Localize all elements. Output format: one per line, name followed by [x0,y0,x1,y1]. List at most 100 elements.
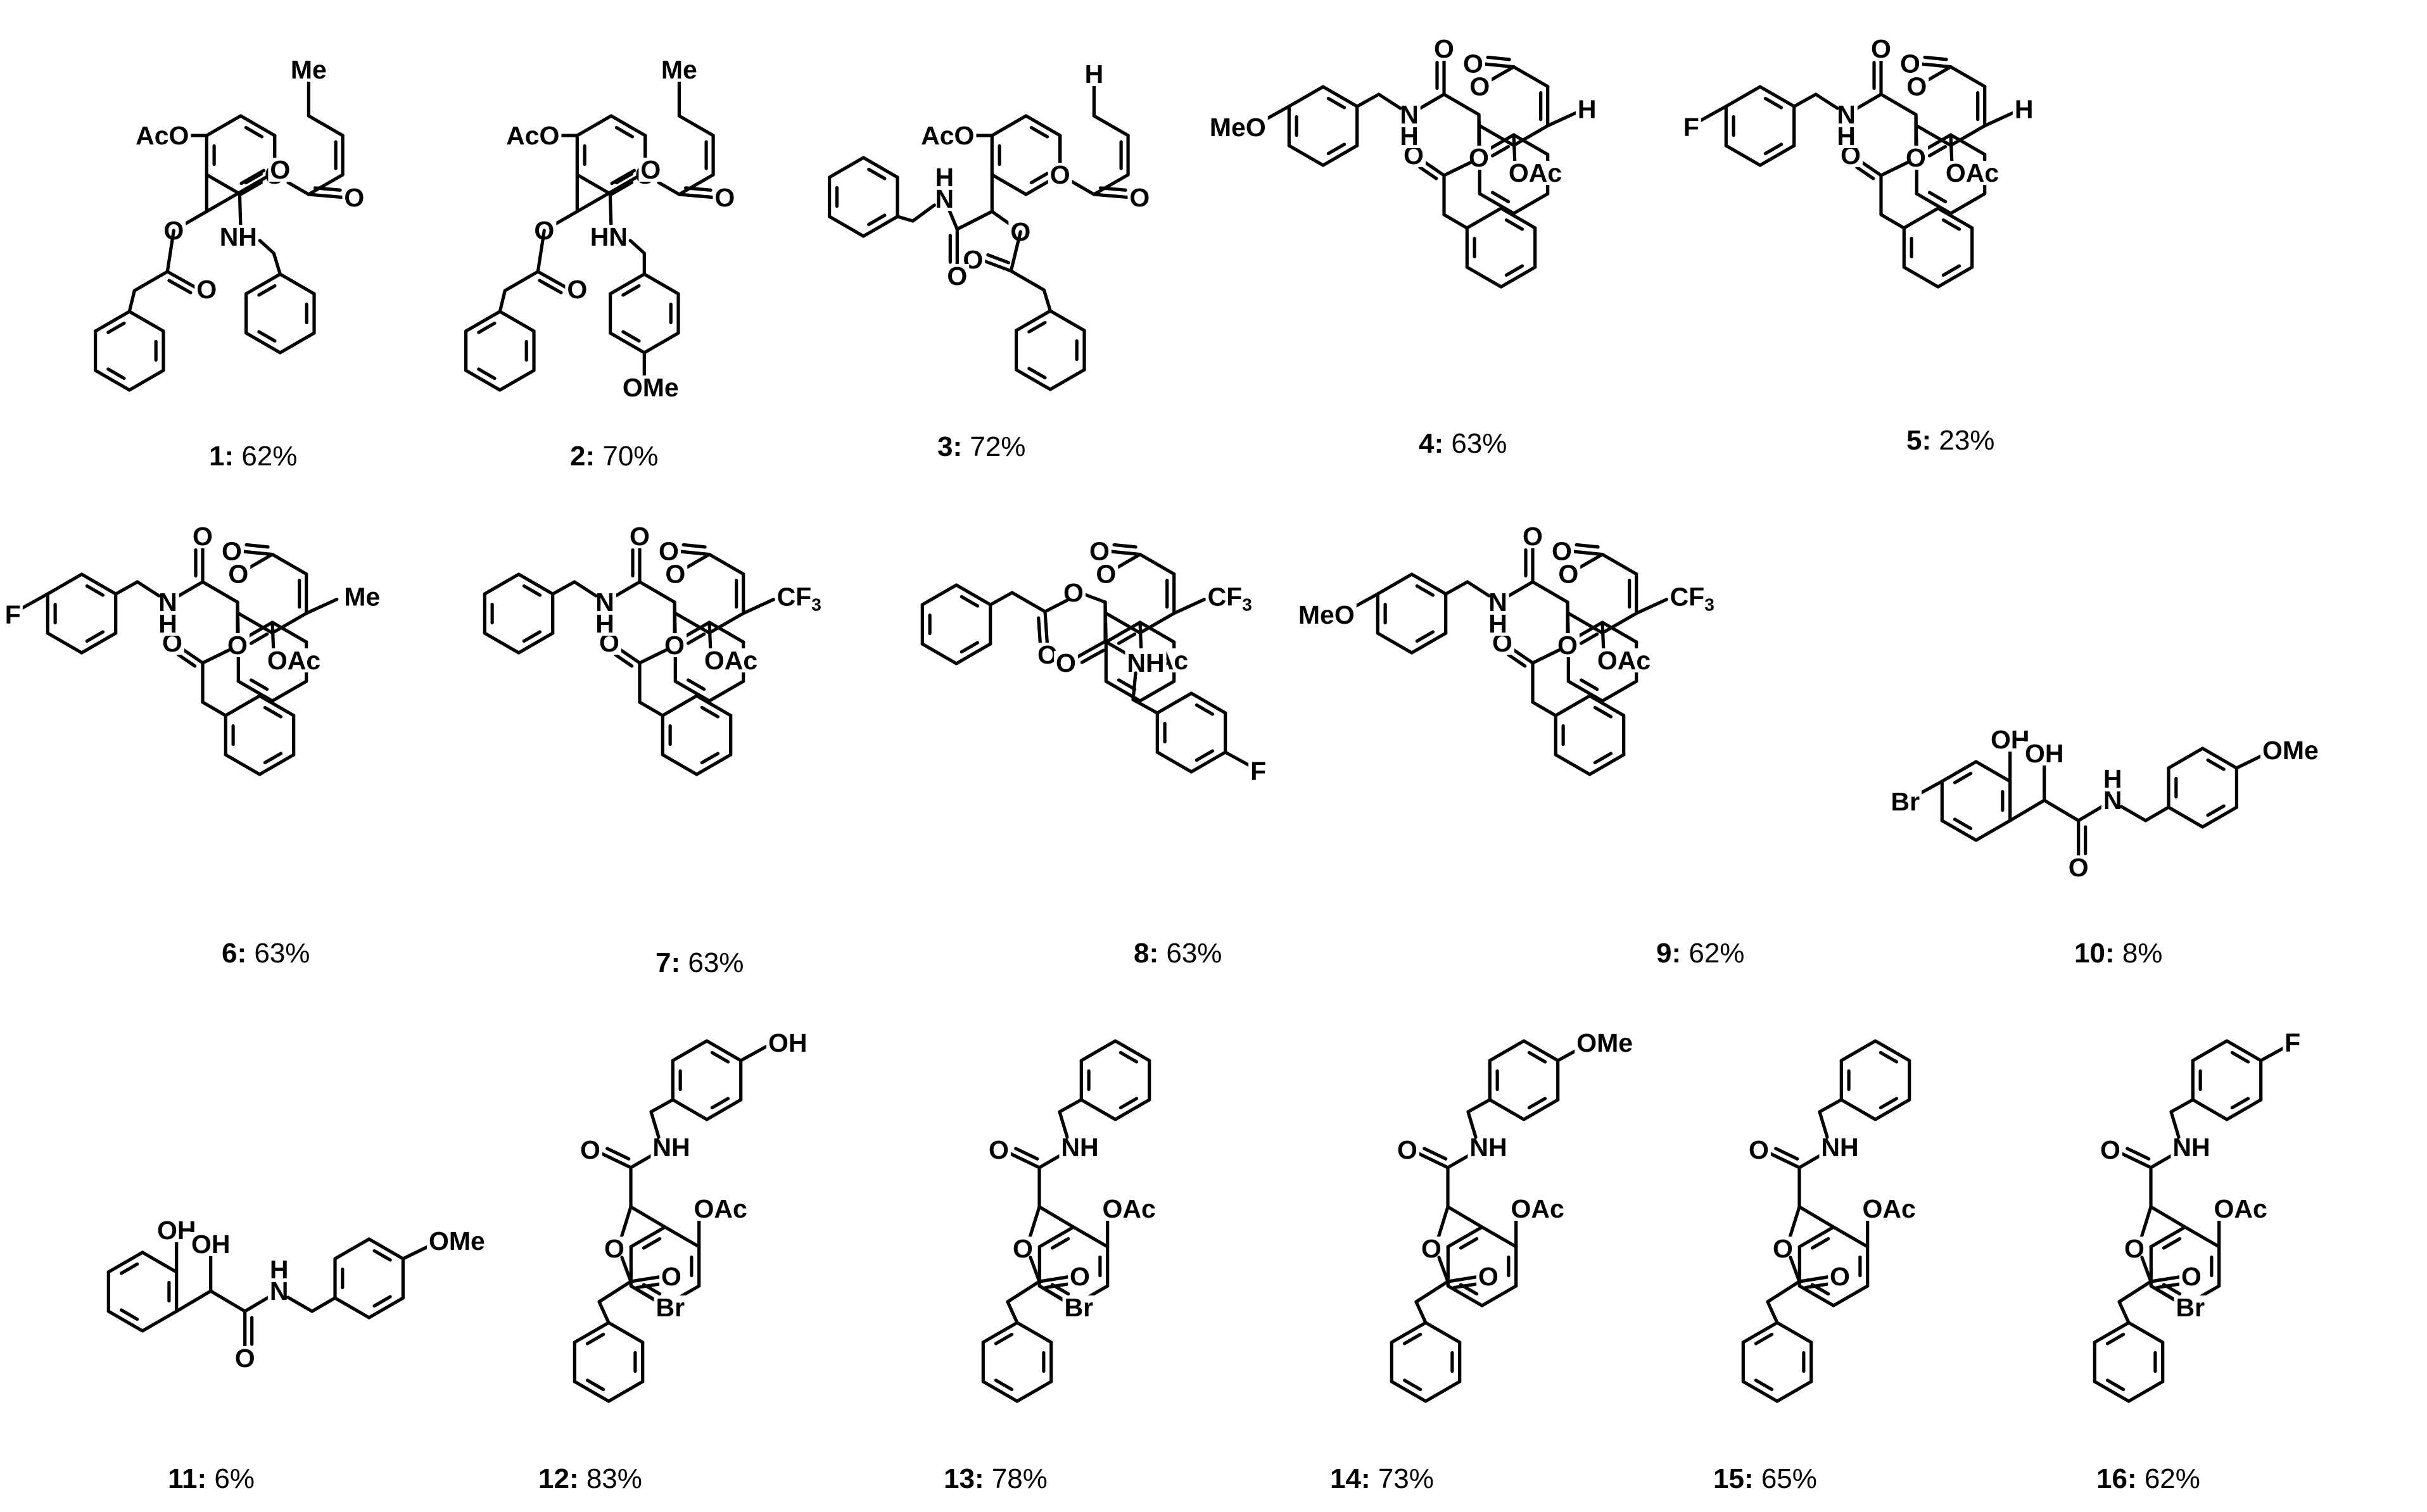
c5-phenyl-ester-bond [1936,206,1974,230]
c4-amide-n-label-knockout [1398,103,1421,127]
c5-amide-n-label-knockout [1835,103,1858,127]
c16-benzyl-ch2 [2117,1280,2153,1304]
c5-para-substituent: F [1683,113,1699,142]
c4-pyr [1512,65,1550,89]
c3-ester-co-double [986,253,1011,265]
c10-phenol-ring-bond [1974,819,2012,842]
c6-lactone-oxygen: O [222,537,242,566]
c2-phenyl-amide-bond [642,331,680,355]
c12-n-ch2 [649,1110,661,1139]
c9-substituent-knockout [1668,584,1716,612]
c10-methoxyphenyl-bond [2201,747,2238,770]
c8-benzyl-ch2 [1010,591,1047,614]
c5-para-substituent-knockout [1681,115,1701,139]
c7-acetoxy: OAc [704,646,757,675]
c13-phenyl-amide-bond [1113,1098,1151,1121]
c10-methoxyphenyl-bond [2201,805,2238,829]
c8-pyr [1138,553,1176,576]
c15-phenyl-ester-aromatic [1754,1378,1774,1392]
c5-pyr [1915,124,1953,148]
c1-phenyl-ester-bond [94,310,131,333]
c4-substituent: H [1578,95,1597,124]
c7-ph2-bond [551,580,576,596]
c9-substituent-subscript: 3 [1704,595,1714,614]
c4-amide-h-knockout [1398,124,1421,148]
c16-phenyl-amide-bond [2191,1098,2229,1121]
c2-phenyl-ester-bond [464,310,502,333]
c12-ester-co-double [635,1282,661,1290]
c15-phenyl-ester-aromatic [1754,1332,1774,1345]
caption-number: 4: [1419,428,1443,459]
c7-phenyl-ester-bond [695,753,733,776]
c2-benzo-aromatic [614,125,635,139]
c4-n-ch2 [1377,92,1402,110]
c5-phenyl-amide-bond [1724,144,1762,167]
c1-pyr [307,173,345,196]
c7-substituent-knockout [775,584,823,612]
c9-lactone-co-double [1575,543,1600,549]
c14-ester-carbonyl-oxygen-knockout [1476,1264,1500,1288]
c16-aryl-ring-bond [2149,1225,2187,1249]
c9-substituent: CF3 [1670,583,1714,615]
c10-bromo-knockout [1889,790,1922,814]
c4-phenyl-ester-aromatic [1504,264,1524,277]
c16-phenyl-ester-bond [2127,1321,2165,1344]
c8-amide-nh: NH [1127,648,1164,677]
caption-number: 6: [222,938,246,969]
c12-phenyl-amide-bond [671,1098,709,1121]
c7-acetoxy-knockout [702,648,760,672]
c11-amide-oxygen: O [235,1344,255,1373]
c1-n-ch2 [258,239,276,255]
c4-ester-oxygen-knockout [1467,146,1491,170]
caption-number: 8: [1134,938,1158,969]
c13-phenyl-amide-bond [1079,1039,1117,1062]
c16-amide-oxygen-knockout [2098,1138,2122,1162]
caption-compound-2: 2: 70% [570,441,658,472]
c9-benzo-bond [1566,679,1604,703]
c7-ester-oxygen: O [664,631,685,660]
c1-phenyl-amide-bond [244,272,282,296]
c9-sub-bond [1635,598,1669,615]
c6-n-ch2 [136,580,161,598]
c7-amide-n-label-knockout [593,590,616,614]
c6-phenyl-ester-bond [258,753,296,776]
c4-ph2-bond [1355,92,1381,108]
c12-phenyl-amide-bond [705,1098,743,1121]
c5-phenyl-ester-bond [1902,265,1940,289]
caption-number: 12: [538,1463,579,1494]
c1-pyr [307,114,345,137]
c9-benzo-aromatic [1579,678,1599,691]
c12-amide-co [597,1150,633,1169]
c13-phenyl-ester-aromatic [994,1332,1014,1345]
c7-sub-bond [742,598,776,615]
c15-aryl-ring-bond [1832,1225,1870,1249]
c1-phenyl-ester-bond [127,310,165,333]
c4-acetoxy: OAc [1509,158,1562,187]
c2-acetoxy-knockout [504,123,562,148]
c15-ph-bond [1766,1300,1779,1325]
c6-amide-oxygen-knockout [191,524,215,548]
c2-methoxy: OMe [623,373,679,402]
c4-sub-bond [1546,110,1580,128]
c3-ester-co [979,258,1013,273]
c15-n-ch2 [1818,1110,1829,1139]
c16-bromo-knockout [2174,1295,2207,1320]
c12-bromo-knockout [654,1295,687,1320]
c11-ome-bond [401,1243,433,1261]
c2-phenyl-ester-bond [498,369,536,392]
c8-benzo-bond [1104,621,1142,644]
c7-pyr [707,612,745,635]
c6-benzo-aromatic [249,678,269,691]
c16-phenyl-amide-bond [2225,1039,2263,1062]
c16-phenyl-amide-bond [2191,1039,2229,1062]
c9-ring-oxygen-knockout [1556,562,1581,586]
c4-phenyl-amide-aromatic [1326,142,1347,156]
c15-phenyl-amide-bond [1839,1039,1877,1062]
c16-phenyl-ester-aromatic [2105,1378,2126,1392]
c9-amide-oxygen: O [1523,522,1543,551]
caption-number: 2: [570,441,595,472]
c7-benzo-aromatic [686,678,706,691]
c9-phenyl-ester-aromatic [1593,705,1613,719]
c6-ring-oxygen-knockout [226,562,251,586]
c12-phenyl-amide-bond [671,1039,709,1062]
